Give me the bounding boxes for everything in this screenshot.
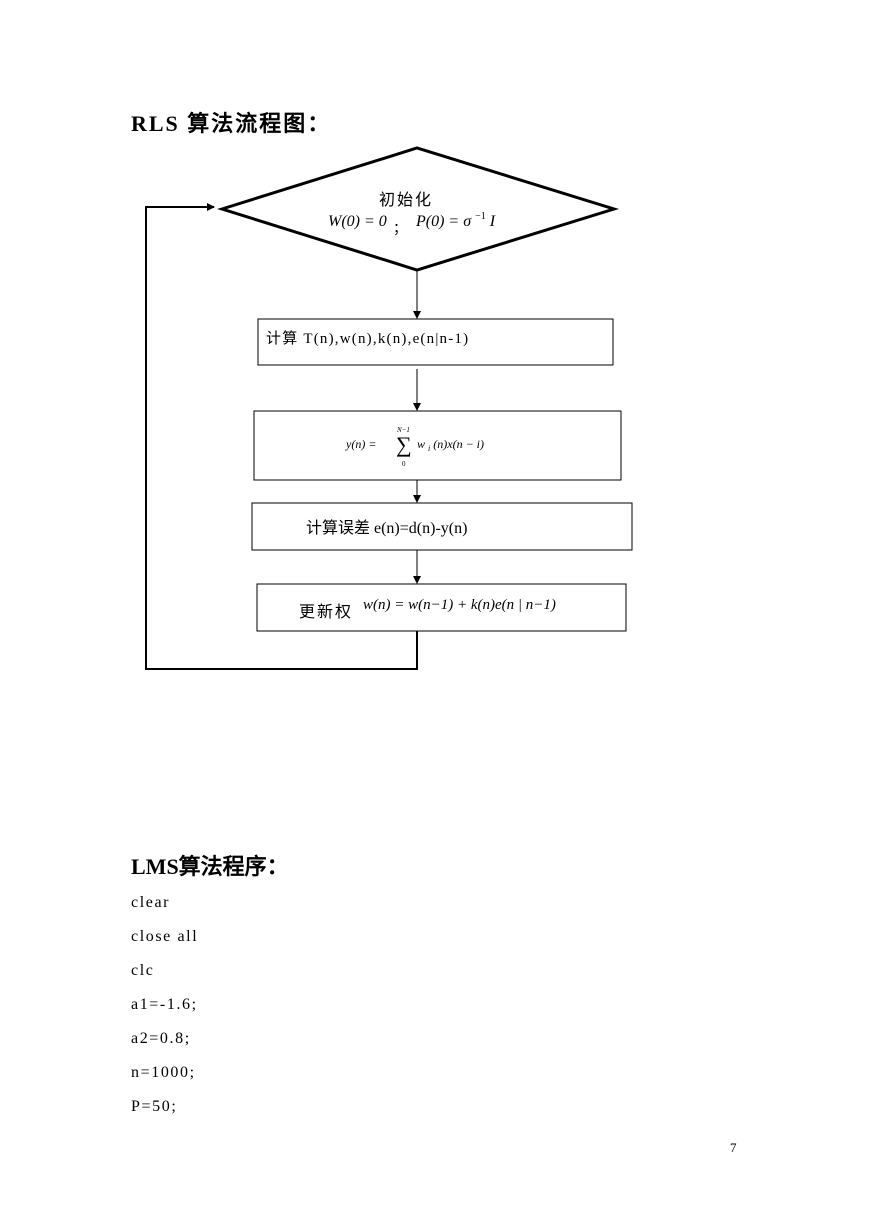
output-sum-upper: N−1	[396, 426, 410, 434]
code-line: a2=0.8;	[131, 1030, 191, 1047]
init-p-rhs: I	[489, 213, 496, 230]
code-line: close all	[131, 928, 199, 945]
output-sum: ∑	[396, 432, 412, 457]
init-p-formula: P(0) = σ −1 I	[415, 206, 496, 230]
page-number: 7	[730, 1140, 737, 1155]
code-line: a1=-1.6;	[131, 996, 198, 1013]
compute-box	[257, 318, 614, 366]
init-label: 初始化	[379, 191, 433, 209]
output-box	[253, 410, 622, 481]
code-line: P=50;	[131, 1098, 178, 1115]
error-text: 计算误差 e(n)=d(n)-y(n)	[306, 518, 467, 537]
output-rhs-sub: i	[428, 444, 430, 453]
init-diamond	[216, 146, 620, 272]
output-rhs: w i (n)x(n − i)	[417, 437, 484, 454]
output-lhs: y(n) =	[345, 437, 376, 451]
init-w-formula: W(0) = 0	[328, 213, 387, 230]
output-rhs-w: w	[417, 437, 425, 451]
output-rhs-body: (n)x(n − i)	[433, 437, 484, 451]
update-formula: w(n) = w(n−1) + k(n)e(n | n−1)	[363, 597, 556, 613]
rls-heading: RLS 算法流程图：	[131, 111, 332, 136]
update-box	[256, 583, 627, 632]
lms-heading: LMS算法程序：	[131, 854, 289, 879]
init-p-lhs: P(0) = σ	[415, 213, 472, 230]
code-line: n=1000;	[131, 1064, 196, 1081]
rls-flowchart: 初始化 W(0) = 0 ； P(0) = σ −1 I 计算 T(n),w(n…	[145, 146, 633, 670]
init-w: W(0) = 0	[328, 213, 387, 230]
init-separator: ；	[393, 222, 407, 237]
code-line: clear	[131, 894, 171, 911]
error-box	[251, 502, 633, 551]
init-p-exp: −1	[475, 211, 486, 222]
output-sum-lower: 0	[402, 460, 406, 468]
update-label: 更新权	[299, 603, 353, 621]
compute-text: 计算 T(n),w(n),k(n),e(n|n-1)	[266, 329, 469, 347]
code-line: clc	[131, 962, 155, 979]
feedback-loop-line	[145, 203, 418, 670]
